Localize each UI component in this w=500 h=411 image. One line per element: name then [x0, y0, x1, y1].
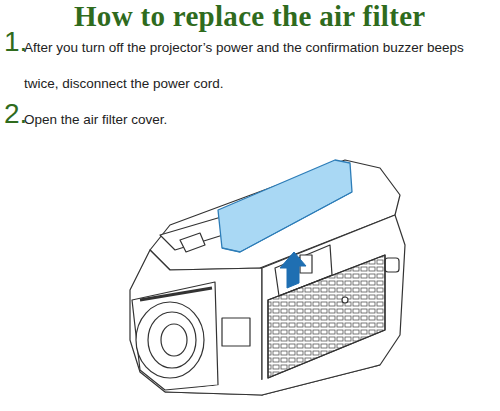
step-number: 1.	[4, 26, 27, 58]
step-text: After you turn off the projector’s power…	[24, 30, 494, 102]
step-number: 2.	[4, 98, 27, 130]
page-title: How to replace the air filter	[74, 0, 426, 33]
step-text: Open the air filter cover.	[24, 102, 494, 138]
